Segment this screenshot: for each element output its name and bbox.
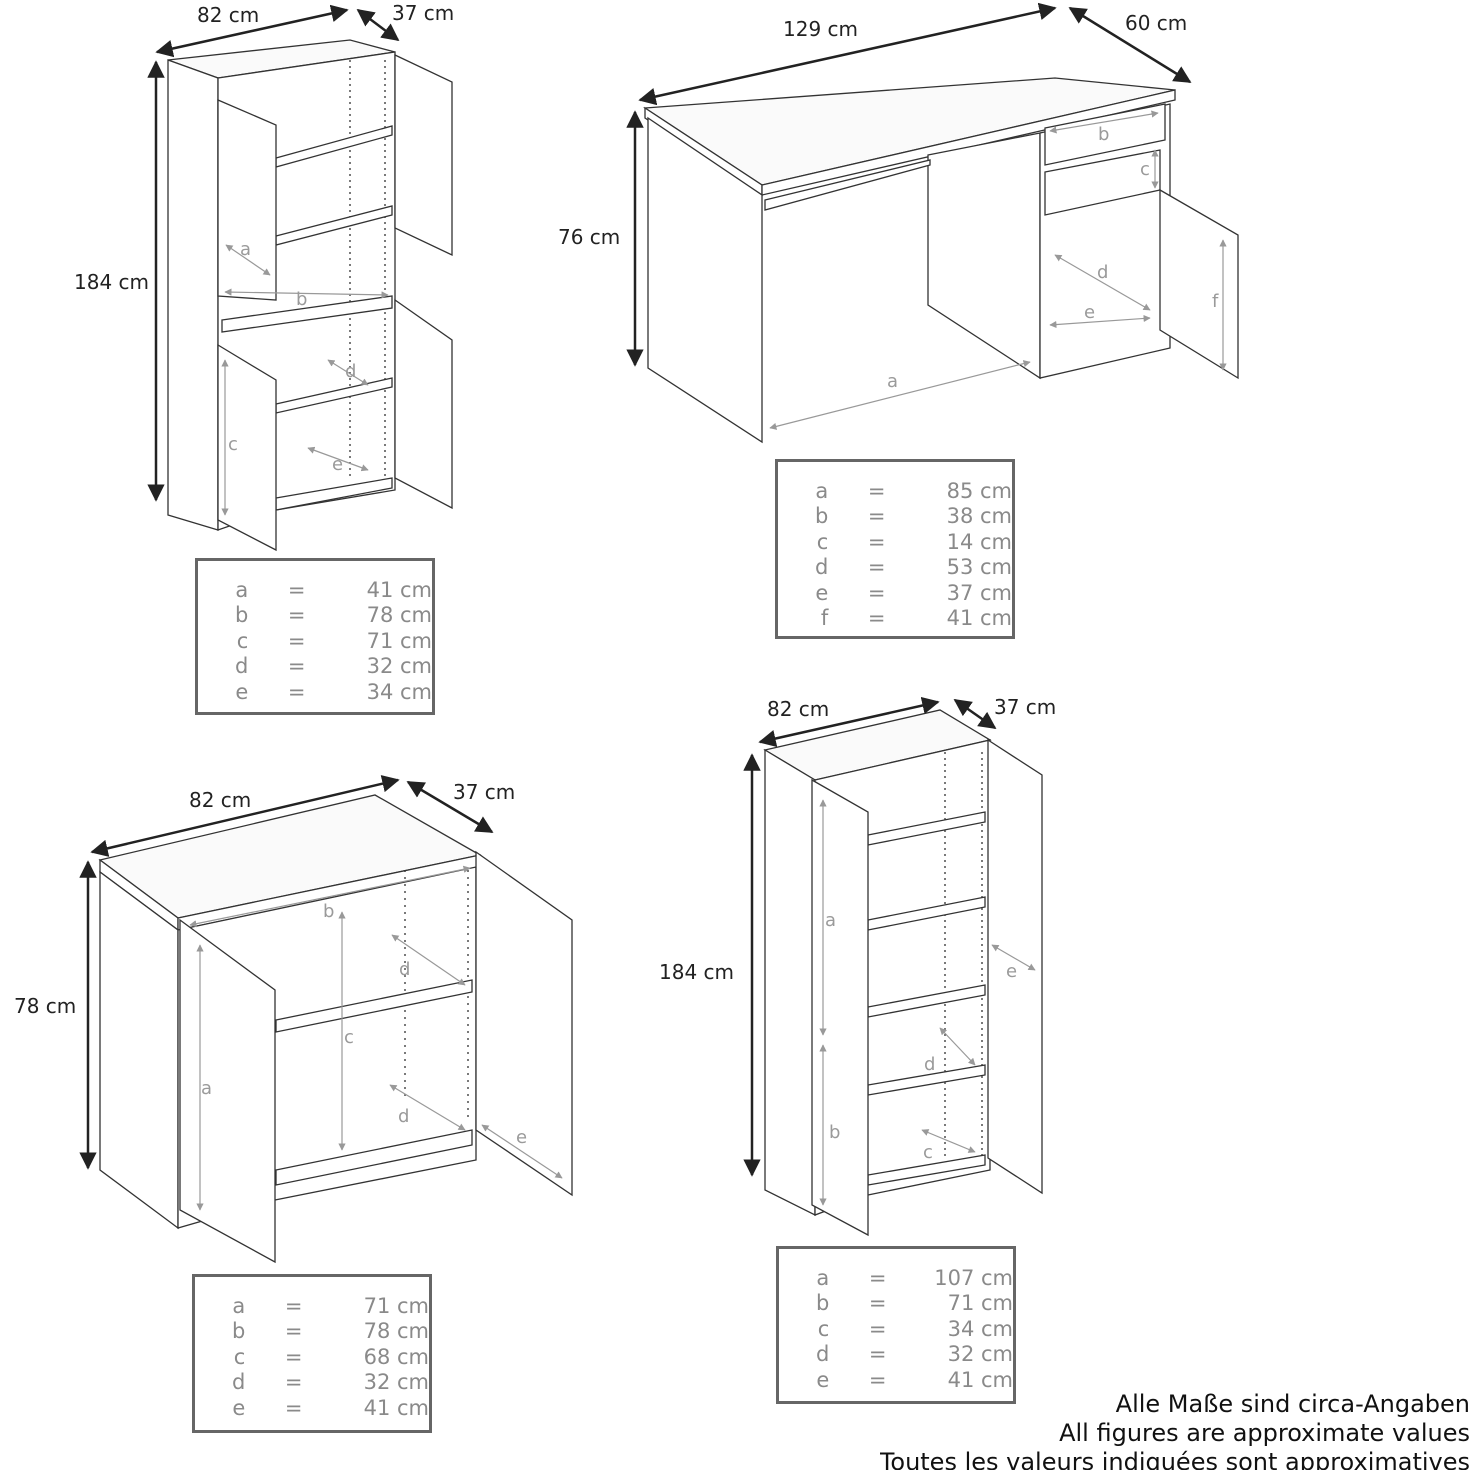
legend-row: b=71 cm — [815, 1291, 1013, 1316]
low-label-d-upper: d — [399, 959, 410, 980]
low-depth-label: 37 cm — [453, 780, 515, 804]
tall2-label-b: b — [829, 1122, 840, 1143]
legend-row: a=107 cm — [816, 1265, 1013, 1290]
legend-row: c=34 cm — [817, 1316, 1013, 1341]
note-french: Toutes les valeurs indiquées sont approx… — [879, 1448, 1470, 1470]
desk-drawing — [626, 2, 1239, 444]
legend-row: d=32 cm — [815, 1342, 1013, 1367]
low-label-d-lower: d — [398, 1106, 409, 1127]
tall2-label-c: c — [923, 1142, 933, 1163]
legend-row: b=78 cm — [234, 603, 432, 628]
tall4-label-d: d — [345, 361, 356, 382]
tall2-width-label: 82 cm — [767, 697, 829, 721]
tall2-label-a: a — [825, 910, 836, 931]
low-width-label: 82 cm — [189, 788, 251, 812]
legend-row: d=53 cm — [814, 555, 1012, 580]
legend-row: c=71 cm — [236, 628, 432, 653]
legend-row: c=14 cm — [816, 529, 1012, 554]
legend-row: c=68 cm — [233, 1344, 429, 1369]
legend-row: e=41 cm — [816, 1367, 1013, 1392]
legend-row: b=38 cm — [814, 504, 1012, 529]
tall4-label-c: c — [228, 434, 238, 455]
desk-legend: a=85 cm b=38 cm c=14 cm d=53 cm e=37 cm … — [775, 459, 1015, 639]
tall4-width-label: 82 cm — [197, 3, 259, 27]
tall2-label-d: d — [924, 1054, 935, 1075]
desk-width-label: 129 cm — [783, 17, 858, 41]
note-english: All figures are approximate values — [1059, 1419, 1470, 1447]
note-german: Alle Maße sind circa-Angaben — [1115, 1390, 1470, 1418]
tall2-depth-label: 37 cm — [994, 695, 1056, 719]
desk-label-f: f — [1212, 291, 1219, 312]
desk-label-e: e — [1084, 302, 1095, 323]
low-height-label: 78 cm — [14, 994, 76, 1018]
tall-cabinet-4-doors-drawing — [147, 4, 453, 552]
tall4-depth-label: 37 cm — [392, 1, 454, 25]
legend-row: a=71 cm — [232, 1293, 429, 1318]
legend-row: a=85 cm — [815, 478, 1012, 503]
tall4-label-b: b — [296, 289, 307, 310]
tall4-legend: a=41 cm b=78 cm c=71 cm d=32 cm e=34 cm — [195, 558, 435, 715]
legend-row: d=32 cm — [234, 654, 432, 679]
legend-row: e=41 cm — [232, 1395, 429, 1420]
desk-label-d: d — [1097, 262, 1108, 283]
tall4-height-label: 184 cm — [74, 270, 149, 294]
tall2-height-label: 184 cm — [659, 960, 734, 984]
tall4-label-a: a — [240, 239, 251, 260]
legend-row: b=78 cm — [231, 1319, 429, 1344]
desk-label-a: a — [887, 371, 898, 392]
tall2-legend: a=107 cm b=71 cm c=34 cm d=32 cm e=41 cm — [776, 1246, 1016, 1404]
legend-row: e=37 cm — [815, 580, 1012, 605]
low-label-a: a — [201, 1078, 212, 1099]
tall2-label-e: e — [1006, 961, 1017, 982]
desk-depth-label: 60 cm — [1125, 11, 1187, 35]
legend-row: e=34 cm — [235, 679, 432, 704]
low-label-e: e — [516, 1127, 527, 1148]
legend-row: a=41 cm — [235, 577, 432, 602]
tall-cabinet-2-doors-drawing — [743, 696, 1043, 1237]
low-legend: a=71 cm b=78 cm c=68 cm d=32 cm e=41 cm — [192, 1274, 432, 1433]
tall4-label-e: e — [332, 454, 343, 475]
desk-height-label: 76 cm — [558, 225, 620, 249]
low-label-c: c — [344, 1027, 354, 1048]
desk-label-c: c — [1140, 159, 1150, 180]
desk-label-b: b — [1098, 124, 1109, 145]
legend-row: d=32 cm — [231, 1370, 429, 1395]
legend-row: f=41 cm — [820, 606, 1012, 631]
low-label-b: b — [323, 901, 334, 922]
low-cabinet-drawing — [79, 775, 573, 1264]
